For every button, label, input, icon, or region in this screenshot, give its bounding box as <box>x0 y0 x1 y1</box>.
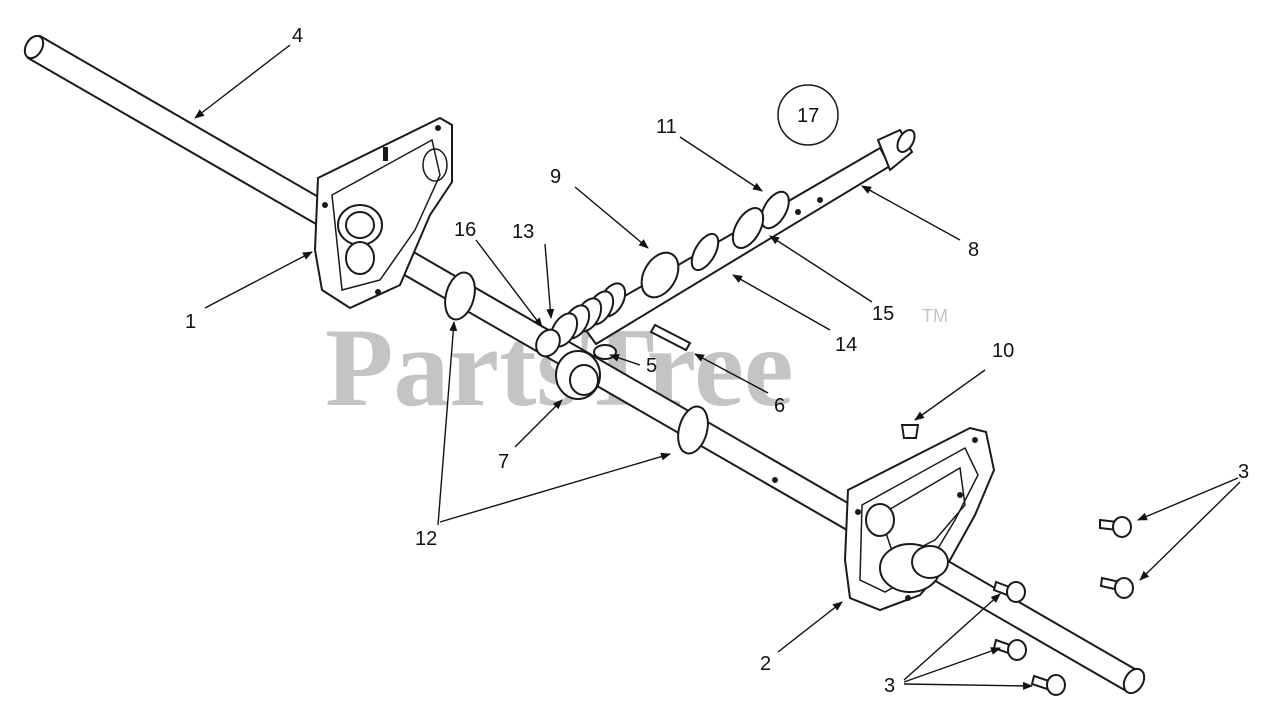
bearing-15 <box>731 207 765 249</box>
callout-17: 17 <box>797 105 819 127</box>
callout-7: 7 <box>498 451 509 473</box>
bearing-9 <box>640 251 680 299</box>
callout-5: 5 <box>646 355 657 377</box>
callout-6: 6 <box>774 395 785 417</box>
bolt <box>1030 674 1066 696</box>
washer-12-right <box>677 405 709 455</box>
right-housing <box>843 426 996 612</box>
plug-10 <box>900 424 920 439</box>
bolt <box>1099 516 1132 538</box>
left-housing <box>313 116 453 310</box>
callout-1: 1 <box>185 311 196 333</box>
leader-lines <box>194 44 1241 690</box>
callout-16: 16 <box>454 219 476 241</box>
callout-labels: 4 1 17 11 9 8 15 14 16 13 5 6 7 12 10 3 … <box>185 25 1249 697</box>
callout-11: 11 <box>656 116 677 138</box>
watermark-trademark: TM <box>922 306 948 326</box>
washer-11 <box>760 190 790 230</box>
callout-10: 10 <box>992 340 1014 362</box>
callout-8: 8 <box>968 239 979 261</box>
callout-15: 15 <box>872 303 894 325</box>
washer-12-left <box>444 271 476 321</box>
bolt <box>1099 576 1134 599</box>
key-5 <box>593 344 617 360</box>
callout-13: 13 <box>512 221 534 243</box>
callout-14: 14 <box>835 334 857 356</box>
callout-9: 9 <box>550 166 561 188</box>
bolt <box>992 580 1026 603</box>
callout-4: 4 <box>292 25 303 47</box>
watermark: PartsTree TM <box>325 306 948 430</box>
callout-3-bottom: 3 <box>884 675 895 697</box>
callout-3-top: 3 <box>1238 461 1249 483</box>
callout-2: 2 <box>760 653 771 675</box>
callout-17-circle <box>777 84 839 146</box>
bolt <box>992 638 1027 661</box>
spacer-16 <box>535 328 561 358</box>
worm-gear <box>549 282 627 348</box>
pin-6 <box>649 323 692 352</box>
gear-7 <box>555 350 601 400</box>
callout-12: 12 <box>415 528 437 550</box>
washer-14 <box>690 232 720 272</box>
